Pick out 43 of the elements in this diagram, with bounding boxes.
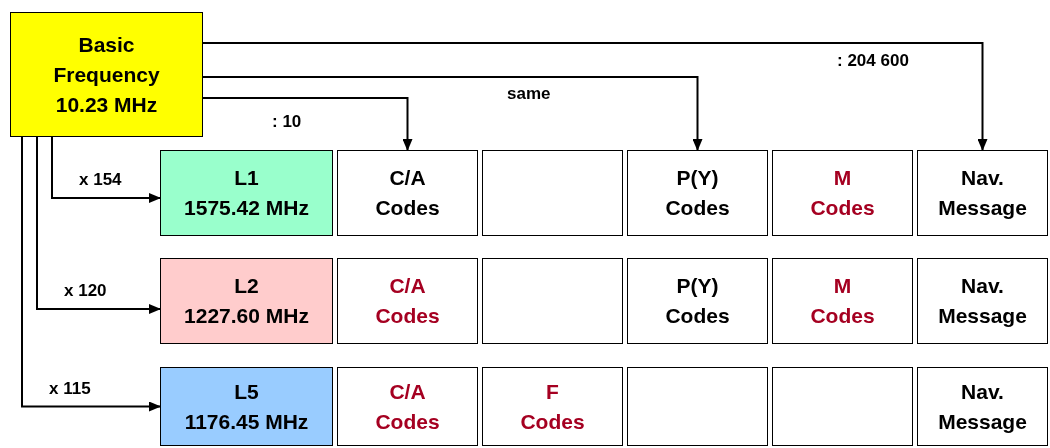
node-label: C/A Codes	[375, 273, 440, 329]
node-label: C/A Codes	[375, 165, 440, 221]
node-label: Nav. Message	[938, 165, 1027, 221]
empty-box	[482, 258, 623, 344]
empty-box	[482, 150, 623, 236]
node-label: 1575.42 MHz	[184, 195, 309, 221]
signal-box	[337, 258, 478, 344]
signal-box	[917, 367, 1048, 446]
node-label: L2	[234, 273, 259, 299]
signal-box	[160, 150, 333, 236]
node-label: M Codes	[810, 165, 875, 221]
node-label: Basic Frequency 10.23 MHz	[52, 31, 161, 118]
frequency-box	[10, 12, 203, 137]
node-label: M Codes	[810, 273, 875, 329]
signal-box	[917, 150, 1048, 236]
signal-box	[337, 150, 478, 236]
arrow	[36, 136, 161, 314]
empty-box	[627, 367, 768, 446]
empty-box	[772, 367, 913, 446]
node-label: L1	[234, 165, 259, 191]
node-label: 1227.60 MHz	[184, 303, 309, 329]
arrow	[21, 136, 161, 412]
signal-box	[160, 258, 333, 344]
signal-box	[627, 258, 768, 344]
signal-box	[160, 367, 333, 446]
signal-box	[917, 258, 1048, 344]
arrow	[51, 136, 161, 203]
node-label: C/A Codes	[375, 378, 440, 435]
signal-box	[627, 150, 768, 236]
signal-box	[772, 150, 913, 236]
signal-box	[482, 367, 623, 446]
node-label: P(Y) Codes	[665, 165, 730, 221]
node-label: F Codes	[520, 378, 585, 435]
signal-box	[772, 258, 913, 344]
node-label: P(Y) Codes	[665, 273, 730, 329]
signal-box	[337, 367, 478, 446]
node-label: Nav. Message	[938, 378, 1027, 435]
node-label: Nav. Message	[938, 273, 1027, 329]
arrow	[202, 97, 413, 151]
node-label: 1176.45 MHz	[184, 408, 309, 435]
arrow	[202, 42, 988, 151]
node-label: L5	[234, 378, 259, 405]
arrow	[202, 76, 703, 151]
